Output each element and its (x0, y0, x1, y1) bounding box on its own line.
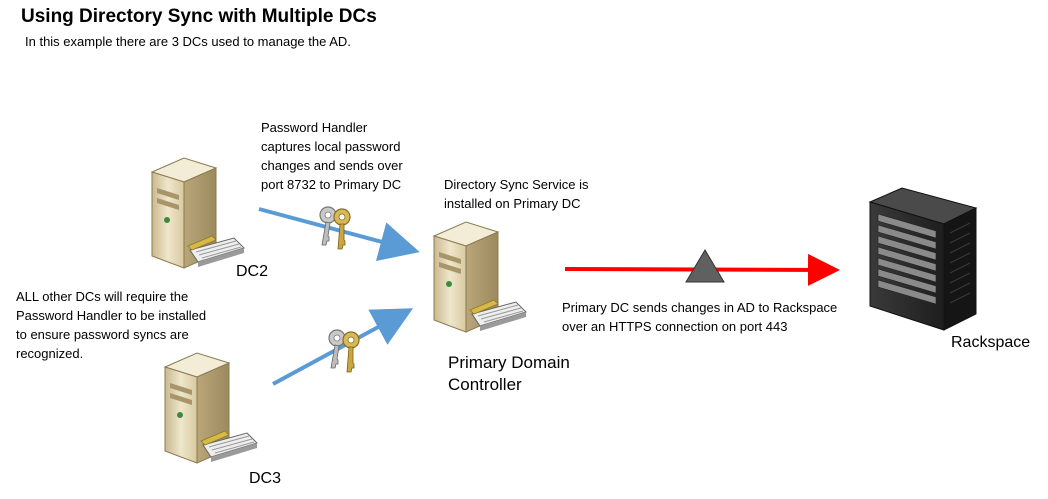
dc3-label: DC3 (249, 470, 282, 487)
dc2-label: DC2 (236, 263, 269, 280)
dc2-to-primary-arrow (258, 207, 420, 262)
dc3-to-primary-arrow (272, 308, 414, 386)
server-icon (151, 157, 245, 269)
diagram-subtitle: In this example there are 3 DCs used to … (25, 34, 351, 49)
other-dcs-note: ALL other DCs will require the Password … (16, 289, 207, 361)
password-handler-note: Password Handler captures local password… (261, 120, 403, 192)
diagram-title: Using Directory Sync with Multiple DCs (21, 6, 377, 27)
server-icon (433, 221, 527, 333)
sync-service-note: Directory Sync Service is installed on P… (444, 177, 589, 211)
primary-dc-label: Primary Domain Controller (448, 353, 570, 394)
https-note: Primary DC sends changes in AD to Racksp… (562, 300, 838, 334)
triangle-icon (685, 249, 725, 283)
rackspace-label: Rackspace (951, 334, 1031, 351)
server-icon (164, 352, 258, 464)
rack-icon (868, 187, 978, 331)
